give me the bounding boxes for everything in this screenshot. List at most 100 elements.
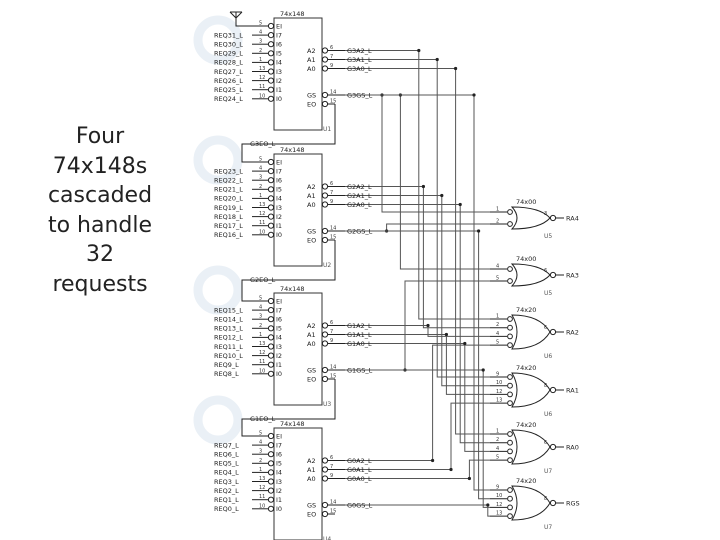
pin-name-label: GS [307,227,316,235]
gate-pin-number: 2 [496,437,499,443]
eo-net-label: G2EO_L [250,276,276,284]
pin-number-label: 9 [330,199,333,205]
active-low-bubble [267,325,275,332]
pin-name-label: A1 [307,466,316,474]
pin-number-label: 3 [259,314,262,320]
active-low-bubble [321,457,329,464]
pin-number-label: 14 [330,226,336,232]
encoder-chip-body [273,153,323,267]
active-low-bubble [507,457,513,464]
pin-name-label: A2 [307,47,316,55]
active-low-bubble [267,41,275,48]
active-low-bubble [267,59,275,66]
pin-name-label: I4 [276,59,282,67]
pin-name-label: I7 [276,306,282,314]
active-low-bubble [267,22,275,30]
request-net-label: REQ30_L [214,41,243,49]
caption-line: 74x148s [52,153,148,179]
gate-pin-number: 5 [496,276,499,282]
eo-net-label: G1EO_L [250,415,276,423]
request-net-label: REQ19_L [214,204,243,212]
encoder-chips: 74x148U1EI5I74REQ31_LI63REQ30_LI52REQ29_… [214,10,373,540]
active-low-bubble [507,487,513,493]
request-net-label: REQ26_L [214,77,243,85]
pin-number-label: 1 [259,193,262,199]
pin-number-label: 1 [259,467,262,473]
active-low-bubble [267,158,275,166]
active-low-bubble [321,510,329,518]
pin-name-label: GS [307,91,316,99]
active-low-bubble [507,316,513,322]
signal-route [345,230,490,500]
active-low-bubble [507,333,513,340]
pin-number-label: 11 [259,494,265,500]
pin-name-label: EO [307,236,316,244]
active-low-bubble [507,504,513,511]
pin-name-label: I7 [276,167,282,175]
request-net-label: REQ3_L [214,478,239,486]
active-low-bubble [267,370,275,377]
pin-name-label: A0 [307,65,316,73]
gate-pin-number: 6 [544,268,547,274]
signal-route [345,504,490,517]
junction-dot [477,229,481,233]
pin-number-label: 15 [330,374,336,380]
signal-route [345,402,490,470]
nand-gate [511,429,551,465]
slide-caption: Four 74x148s cascaded to handle 32 reque… [20,122,180,299]
active-low-bubble [267,77,275,84]
output-net-label: G2A1_L [347,192,372,200]
pin-name-label: I6 [276,451,282,459]
output-net-label: G0A1_L [347,466,372,474]
active-low-bubble [267,222,275,229]
output-net-label: G3A2_L [347,47,372,55]
pin-number-label: 15 [330,509,336,515]
pin-number-label: 14 [330,500,336,506]
junction-dot [454,66,458,71]
watermark [193,15,243,445]
active-low-bubble [321,466,329,473]
pin-number-label: 11 [259,220,265,226]
junction-dot [467,476,471,481]
pin-name-label: I0 [276,231,282,239]
nand-gate [510,263,551,287]
request-net-label: REQ7_L [214,441,239,449]
signal-route [345,195,490,387]
pin-name-label: EI [276,22,282,30]
request-net-label: REQ2_L [214,487,239,495]
junction-dot [444,332,448,337]
pin-number-label: 10 [259,368,265,374]
pin-name-label: I2 [276,213,282,221]
junction-dot [481,368,485,372]
gate-ref-label: U7 [544,524,552,531]
pin-name-label: I1 [276,86,282,94]
pin-number-label: 7 [330,329,333,335]
caption-line: 32 [86,242,114,267]
pin-number-label: 4 [259,30,262,36]
active-low-bubble [321,201,329,208]
encoder-chip-body [273,292,323,406]
signal-route [345,344,490,461]
pin-name-label: I1 [276,222,282,230]
eo-cascade-wire [296,104,336,145]
chip-ref-label: U1 [323,126,331,133]
output-net-label: G1A0_L [347,340,372,348]
request-net-label: REQ10_L [214,352,243,360]
signal-route [345,68,490,435]
chip-part-label: 74x148 [280,10,305,18]
chip-ref-label: U2 [323,262,331,269]
active-low-bubble [507,391,513,398]
active-low-bubble [267,186,275,193]
active-low-bubble [507,400,513,407]
junction-dot [440,193,444,198]
pin-name-label: I5 [276,325,282,333]
gate-part-label: 74x20 [516,306,536,314]
pin-name-label: I3 [276,68,282,76]
request-net-label: REQ8_L [214,370,239,378]
active-low-bubble [507,324,513,331]
gate-pin-number: 5 [496,340,499,346]
pin-name-label: EO [307,100,316,108]
pin-name-label: I1 [276,496,282,504]
pin-name-label: EI [276,158,282,166]
pin-number-label: 11 [259,359,265,365]
